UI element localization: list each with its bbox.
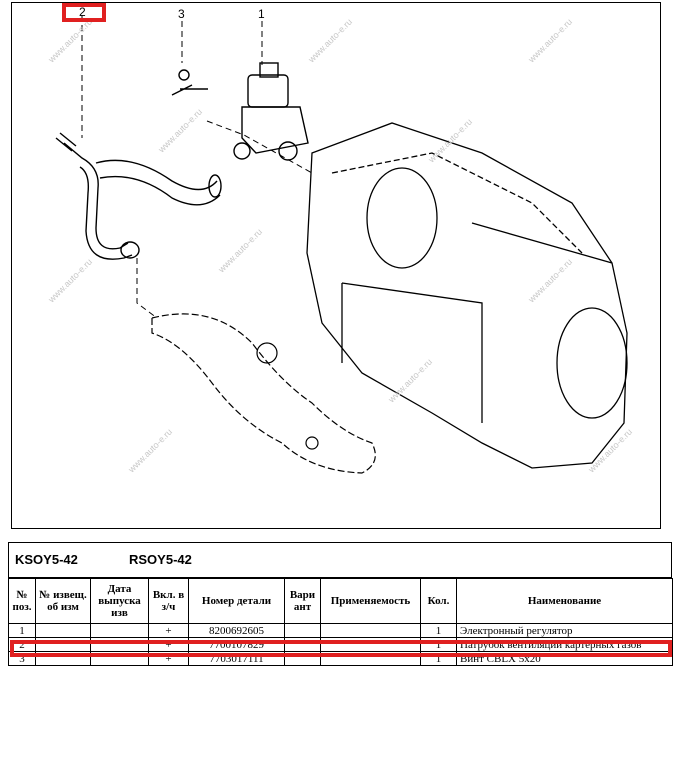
cell-date: [90, 623, 149, 638]
catalog-code-bar: KSOY5-42 RSOY5-42: [8, 542, 672, 578]
vent-hose-drawing: [55, 132, 222, 260]
svg-text:www.auto-e.ru: www.auto-e.ru: [156, 107, 204, 155]
table-row[interactable]: 2 + 7700107829 1 Патрубок вентиляции кар…: [8, 637, 673, 652]
engine-diagram-drawing: www.auto-e.ru www.auto-e.ru www.auto-e.r…: [46, 15, 634, 475]
cell-notice: [35, 623, 91, 638]
table-row[interactable]: 3 + 7703017111 1 Винт CBLX 5x20: [8, 651, 673, 666]
cell-name: Патрубок вентиляции картерных газов: [456, 637, 673, 652]
cell-part-number: 7700107829: [188, 637, 285, 652]
svg-text:www.auto-e.ru: www.auto-e.ru: [526, 17, 574, 65]
cell-part-number: 7703017111: [188, 651, 285, 666]
cell-applicability: [320, 651, 421, 666]
callout-2-highlight: [62, 3, 106, 22]
svg-text:www.auto-e.ru: www.auto-e.ru: [46, 257, 94, 305]
parts-table: № поз. № извещ. об изм Дата выпуска изв …: [8, 578, 673, 666]
cell-qty: 1: [420, 651, 457, 666]
table-header-row: № поз. № извещ. об изм Дата выпуска изв …: [8, 578, 673, 624]
cell-variant: [284, 637, 321, 652]
cell-notice: [35, 637, 91, 652]
engine-block-drawing: [306, 122, 628, 469]
catalog-code-right: RSOY5-42: [129, 552, 192, 567]
col-spares-header: Вкл. в з/ч: [148, 578, 189, 624]
col-pos-header: № поз.: [8, 578, 36, 624]
parts-diagram: www.auto-e.ru www.auto-e.ru www.auto-e.r…: [11, 2, 661, 529]
regulator-drawing: [171, 62, 309, 161]
cell-spares: +: [148, 637, 189, 652]
cell-date: [90, 651, 149, 666]
col-applicability-header: Применяемость: [320, 578, 421, 624]
col-name-header: Наименование: [456, 578, 673, 624]
cell-spares: +: [148, 651, 189, 666]
cell-variant: [284, 623, 321, 638]
svg-text:www.auto-e.ru: www.auto-e.ru: [586, 427, 634, 475]
col-notice-header: № извещ. об изм: [35, 578, 91, 624]
col-qty-header: Кол.: [420, 578, 457, 624]
cell-name: Винт CBLX 5x20: [456, 651, 673, 666]
cell-pos: 1: [8, 623, 36, 638]
svg-text:www.auto-e.ru: www.auto-e.ru: [46, 17, 94, 65]
cell-part-number: 8200692605: [188, 623, 285, 638]
cell-applicability: [320, 623, 421, 638]
col-date-header: Дата выпуска изв: [90, 578, 149, 624]
watermark: www.auto-e.ru www.auto-e.ru www.auto-e.r…: [46, 17, 634, 475]
cell-name: Электронный регулятор: [456, 623, 673, 638]
svg-text:www.auto-e.ru: www.auto-e.ru: [386, 357, 434, 405]
manifold-drawing: [151, 313, 376, 474]
cell-pos: 2: [8, 637, 36, 652]
svg-text:www.auto-e.ru: www.auto-e.ru: [426, 117, 474, 165]
cell-date: [90, 637, 149, 652]
svg-text:www.auto-e.ru: www.auto-e.ru: [126, 427, 174, 475]
catalog-code-left: KSOY5-42: [15, 552, 78, 567]
col-part-number-header: Номер детали: [188, 578, 285, 624]
cell-variant: [284, 651, 321, 666]
svg-text:www.auto-e.ru: www.auto-e.ru: [526, 257, 574, 305]
col-variant-header: Вари ант: [284, 578, 321, 624]
callout-1: 1: [258, 7, 265, 21]
cell-pos: 3: [8, 651, 36, 666]
callout-3: 3: [178, 7, 185, 21]
callout-2: 2: [79, 5, 86, 19]
cell-applicability: [320, 637, 421, 652]
leader-lines: [81, 15, 313, 319]
cell-qty: 1: [420, 637, 457, 652]
cell-qty: 1: [420, 623, 457, 638]
cell-spares: +: [148, 623, 189, 638]
table-row[interactable]: 1 + 8200692605 1 Электронный регулятор: [8, 623, 673, 638]
svg-text:www.auto-e.ru: www.auto-e.ru: [216, 227, 264, 275]
cell-notice: [35, 651, 91, 666]
svg-text:www.auto-e.ru: www.auto-e.ru: [306, 17, 354, 65]
